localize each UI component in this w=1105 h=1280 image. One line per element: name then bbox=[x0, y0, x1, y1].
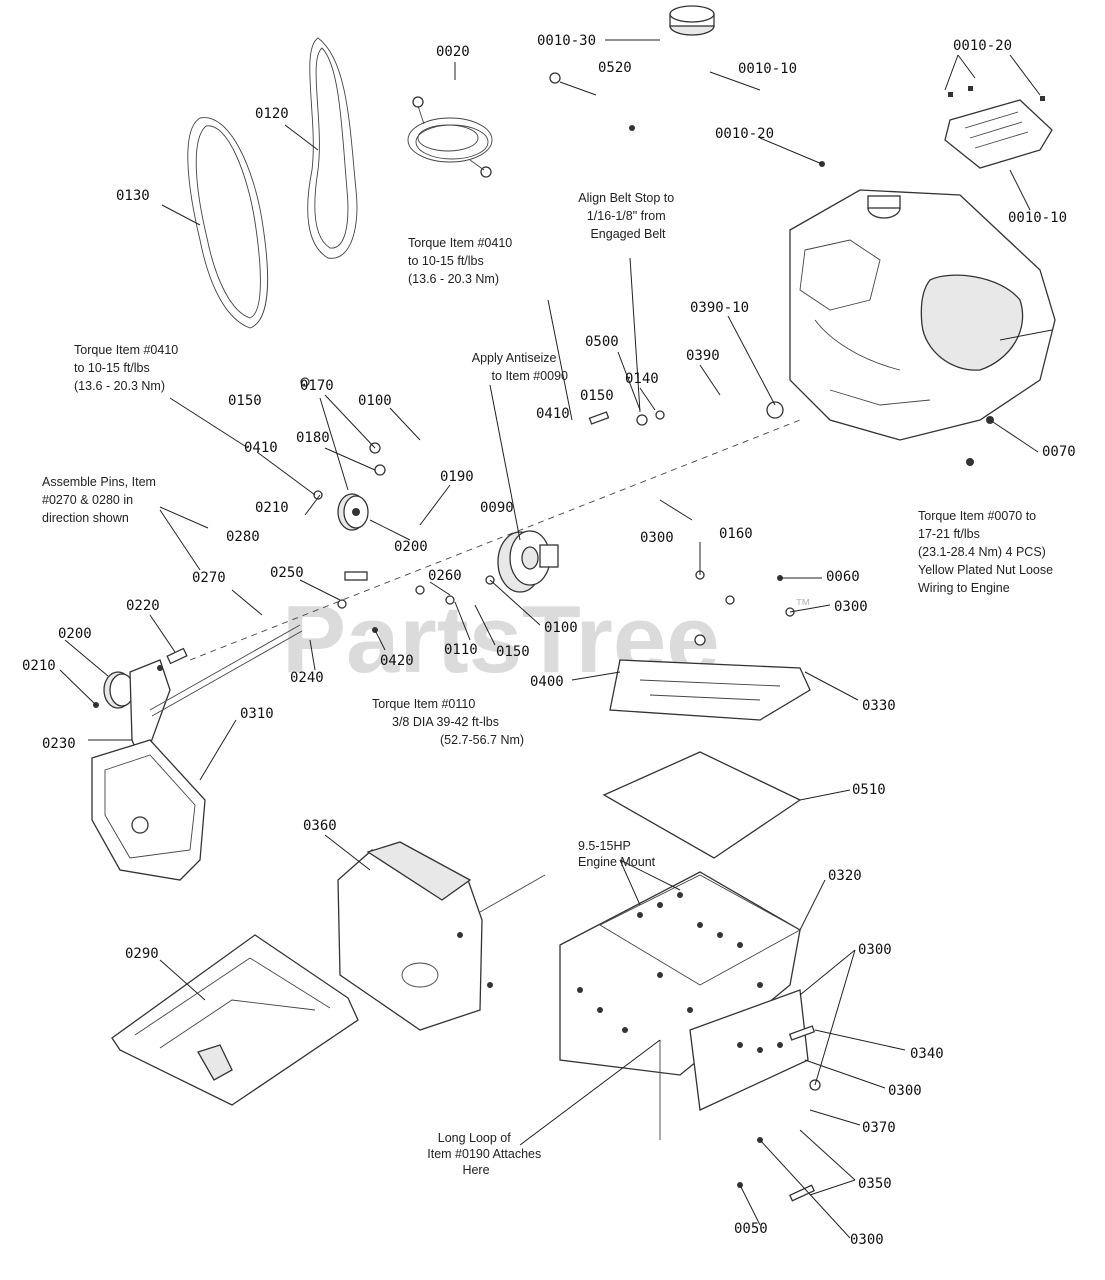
label-0350: 0350 bbox=[858, 1176, 892, 1192]
note-long-loop: Long Loop of Item #0190 Attaches Here bbox=[427, 1131, 544, 1177]
label-0330: 0330 bbox=[862, 698, 896, 714]
label-0340: 0340 bbox=[910, 1046, 944, 1062]
label-0210-a: 0210 bbox=[255, 500, 289, 516]
label-0280: 0280 bbox=[226, 529, 260, 545]
label-0500: 0500 bbox=[585, 334, 619, 350]
note-torque-0070: Torque Item #0070 to 17-21 ft/lbs (23.1-… bbox=[918, 509, 1057, 595]
label-0070: 0070 bbox=[1042, 444, 1076, 460]
label-0300-b: 0300 bbox=[834, 599, 868, 615]
assembly-notes: Align Belt Stop to 1/16-1/8" from Engage… bbox=[42, 191, 1057, 1177]
label-0520: 0520 bbox=[598, 60, 632, 76]
label-0090: 0090 bbox=[480, 500, 514, 516]
leader-lines bbox=[59, 39, 1053, 1239]
tray-0290 bbox=[111, 934, 359, 1106]
belt-guard-0310 bbox=[91, 739, 206, 881]
label-0250: 0250 bbox=[270, 565, 304, 581]
idler-pulley-0200-upper bbox=[337, 493, 369, 531]
label-0360: 0360 bbox=[303, 818, 337, 834]
label-0150-b: 0150 bbox=[228, 393, 262, 409]
control-plate-0010-10 bbox=[944, 86, 1053, 169]
note-torque-0410-left: Torque Item #0410 to 10-15 ft/lbs (13.6 … bbox=[74, 343, 182, 393]
label-0200-a: 0200 bbox=[394, 539, 428, 555]
label-0010-10-top: 0010-10 bbox=[738, 61, 797, 77]
note-align-belt-stop: Align Belt Stop to 1/16-1/8" from Engage… bbox=[578, 191, 677, 241]
cover-0360 bbox=[337, 841, 546, 1031]
label-0060: 0060 bbox=[826, 569, 860, 585]
part-number-labels: 0010-30 0010-10 0010-20 0010-20 0010-10 … bbox=[22, 33, 1076, 1248]
note-torque-0110: Torque Item #0110 3/8 DIA 39-42 ft-lbs (… bbox=[372, 697, 524, 747]
label-0320: 0320 bbox=[828, 868, 862, 884]
note-assemble-pins: Assemble Pins, Item #0270 & 0280 in dire… bbox=[42, 475, 159, 525]
label-0210-b: 0210 bbox=[22, 658, 56, 674]
belt-0120-inner bbox=[314, 47, 349, 249]
label-0200-b: 0200 bbox=[58, 626, 92, 642]
label-0010-10-right: 0010-10 bbox=[1008, 210, 1067, 226]
pulley-0090 bbox=[497, 530, 559, 593]
label-0150-a: 0150 bbox=[580, 388, 614, 404]
belt-0120 bbox=[307, 37, 358, 259]
label-0370: 0370 bbox=[862, 1120, 896, 1136]
cable-0020 bbox=[407, 96, 493, 178]
label-0130: 0130 bbox=[116, 188, 150, 204]
label-0230: 0230 bbox=[42, 736, 76, 752]
label-0390: 0390 bbox=[686, 348, 720, 364]
label-0310: 0310 bbox=[240, 706, 274, 722]
label-0300-e: 0300 bbox=[850, 1232, 884, 1248]
note-apply-antiseize: Apply Antiseize to Item #0090 bbox=[472, 351, 568, 383]
label-0510: 0510 bbox=[852, 782, 886, 798]
label-0010-20-top: 0010-20 bbox=[953, 38, 1012, 54]
label-0020: 0020 bbox=[436, 44, 470, 60]
engine bbox=[766, 189, 1056, 466]
label-0410-a: 0410 bbox=[536, 406, 570, 422]
side-plate bbox=[689, 989, 809, 1111]
label-0100-b: 0100 bbox=[544, 620, 578, 636]
note-torque-0410-top: Torque Item #0410 to 10-15 ft/lbs (13.6 … bbox=[408, 236, 516, 286]
label-0050: 0050 bbox=[734, 1221, 768, 1237]
watermark-trademark: ™ bbox=[795, 597, 811, 614]
label-0170: 0170 bbox=[300, 378, 334, 394]
label-0140: 0140 bbox=[625, 371, 659, 387]
label-0160: 0160 bbox=[719, 526, 753, 542]
label-0100-a: 0100 bbox=[358, 393, 392, 409]
belt-0130-inner bbox=[195, 125, 261, 319]
label-0300-a: 0300 bbox=[640, 530, 674, 546]
label-0410-b: 0410 bbox=[244, 440, 278, 456]
idler-arm-0230 bbox=[103, 624, 303, 762]
cap-0010-30 bbox=[669, 5, 715, 36]
label-0110: 0110 bbox=[444, 642, 478, 658]
label-0120: 0120 bbox=[255, 106, 289, 122]
label-0400: 0400 bbox=[530, 674, 564, 690]
label-0270: 0270 bbox=[192, 570, 226, 586]
bolt-0220 bbox=[166, 647, 188, 665]
label-0300-d: 0300 bbox=[888, 1083, 922, 1099]
label-0220: 0220 bbox=[126, 598, 160, 614]
bracket-0400 bbox=[609, 607, 811, 721]
label-0390-10: 0390-10 bbox=[690, 300, 749, 316]
label-0240: 0240 bbox=[290, 670, 324, 686]
label-0190: 0190 bbox=[440, 469, 474, 485]
label-0420: 0420 bbox=[380, 653, 414, 669]
label-0290: 0290 bbox=[125, 946, 159, 962]
label-0260: 0260 bbox=[428, 568, 462, 584]
label-0150-c: 0150 bbox=[496, 644, 530, 660]
note-engine-mount: 9.5-15HP Engine Mount bbox=[578, 839, 656, 869]
belt-0130 bbox=[187, 117, 269, 329]
label-0180: 0180 bbox=[296, 430, 330, 446]
label-0010-30: 0010-30 bbox=[537, 33, 596, 49]
label-0010-20-mid: 0010-20 bbox=[715, 126, 774, 142]
label-0300-c: 0300 bbox=[858, 942, 892, 958]
